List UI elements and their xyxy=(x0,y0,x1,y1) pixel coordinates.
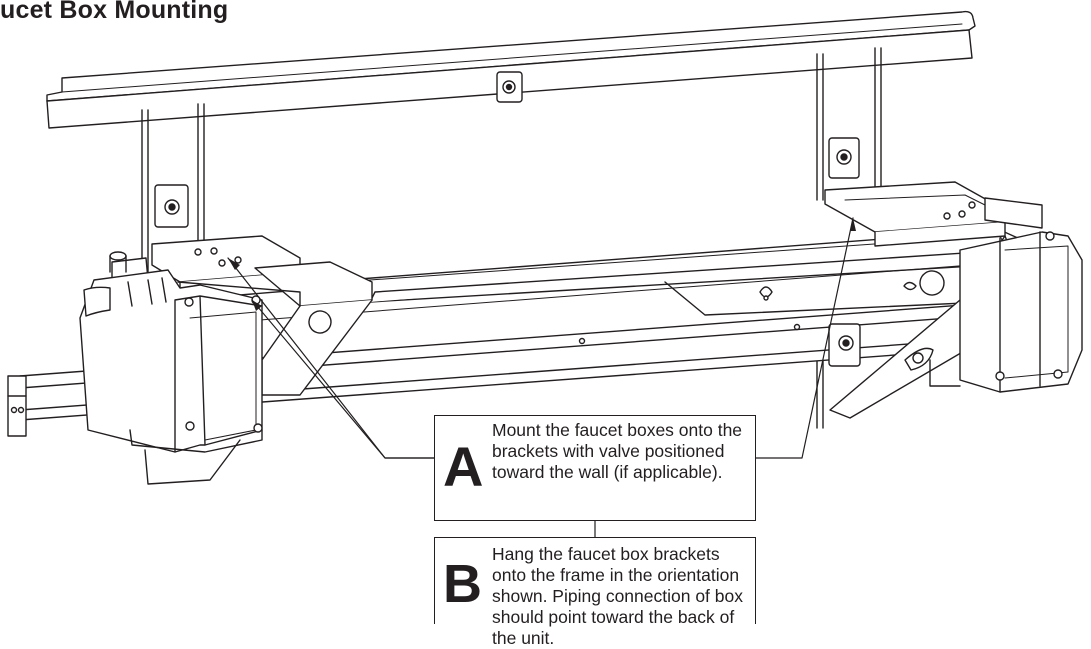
top-mounting-rail xyxy=(46,10,976,129)
page-title: ucet Box Mounting xyxy=(0,0,229,24)
mounting-plate-right xyxy=(828,137,860,179)
callout-a-text: Mount the faucet boxes onto the brackets… xyxy=(492,420,743,482)
faucet-box-right xyxy=(929,197,1083,393)
mounting-plate-right-lower xyxy=(828,323,861,367)
callout-b: B Hang the faucet box brackets onto the … xyxy=(434,537,756,648)
callout-b-letter: B xyxy=(443,554,482,614)
callout-b-text: Hang the faucet box brackets onto the fr… xyxy=(492,544,743,648)
rail-center-bolt xyxy=(496,71,523,103)
callout-a-letter: A xyxy=(443,435,484,498)
leader-lines xyxy=(227,217,854,538)
callout-a: A Mount the faucet boxes onto the bracke… xyxy=(434,415,756,521)
faucet-box-mounting-drawing xyxy=(7,10,1083,538)
leader-arrowheads xyxy=(228,218,856,311)
mounting-plate-left xyxy=(154,184,189,228)
faucet-box-left xyxy=(79,251,263,485)
hanger-rods xyxy=(141,47,882,429)
